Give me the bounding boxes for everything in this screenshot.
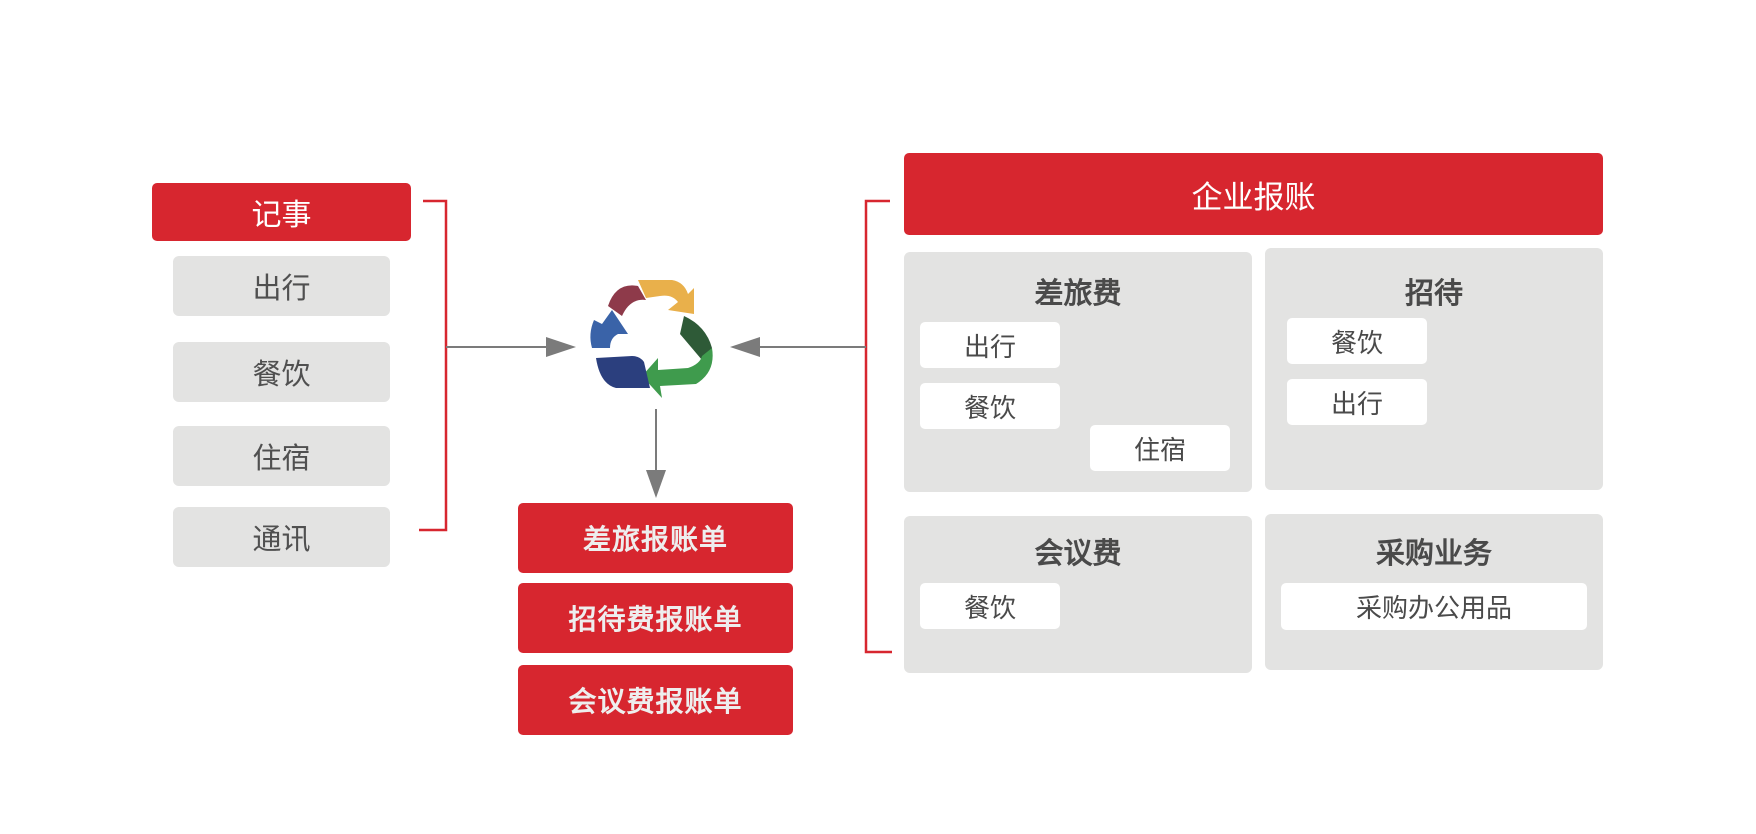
category-item: 餐饮	[1287, 318, 1427, 364]
right-title-box: 企业报账	[904, 153, 1603, 235]
left-title: 记事	[251, 198, 312, 233]
category-item-label: 采购办公用品	[1355, 594, 1512, 624]
category-item: 采购办公用品	[1281, 583, 1587, 630]
output-label: 招待费报账单	[568, 603, 743, 636]
right-title: 企业报账	[1191, 179, 1316, 216]
category-title: 采购业务	[1375, 536, 1492, 570]
category-item-label: 餐饮	[1330, 328, 1383, 359]
category-title: 差旅费	[1034, 276, 1122, 310]
left-item: 通讯	[252, 522, 311, 556]
left-item-box: 住宿	[173, 426, 390, 486]
left-title-box: 记事	[152, 183, 411, 241]
recycle-icon	[590, 280, 713, 398]
output-box: 会议费报账单	[518, 665, 793, 735]
left-bracket	[419, 199, 448, 532]
category-panel: 差旅费 出行 餐饮 住宿	[904, 252, 1252, 492]
right-bracket	[864, 199, 892, 654]
output-label: 会议费报账单	[568, 685, 743, 718]
category-item-label: 出行	[963, 332, 1016, 363]
category-item: 餐饮	[920, 383, 1060, 429]
left-item-box: 出行	[173, 256, 390, 316]
category-item-label: 出行	[1330, 389, 1383, 420]
category-panel: 会议费 餐饮	[904, 516, 1252, 673]
output-box: 招待费报账单	[518, 583, 793, 653]
category-title: 会议费	[1034, 536, 1122, 570]
left-arrowhead	[546, 337, 576, 357]
right-arrowhead	[730, 337, 760, 357]
left-item: 住宿	[252, 441, 311, 475]
category-item-label: 餐饮	[963, 593, 1016, 624]
category-panel: 采购业务 采购办公用品	[1265, 514, 1603, 670]
category-item: 出行	[1287, 379, 1427, 425]
category-item-label: 住宿	[1133, 435, 1186, 466]
down-arrowhead	[646, 470, 666, 498]
output-box: 差旅报账单	[518, 503, 793, 573]
category-item: 餐饮	[920, 583, 1060, 629]
category-item: 住宿	[1090, 425, 1230, 471]
category-item: 出行	[920, 322, 1060, 368]
category-panel: 招待 餐饮 出行	[1265, 248, 1603, 490]
category-item-label: 餐饮	[963, 393, 1016, 424]
category-title: 招待	[1404, 276, 1463, 310]
left-item: 出行	[252, 271, 311, 305]
output-label: 差旅报账单	[582, 523, 728, 556]
left-item: 餐饮	[252, 357, 311, 391]
left-item-box: 通讯	[173, 507, 390, 567]
left-item-box: 餐饮	[173, 342, 390, 402]
